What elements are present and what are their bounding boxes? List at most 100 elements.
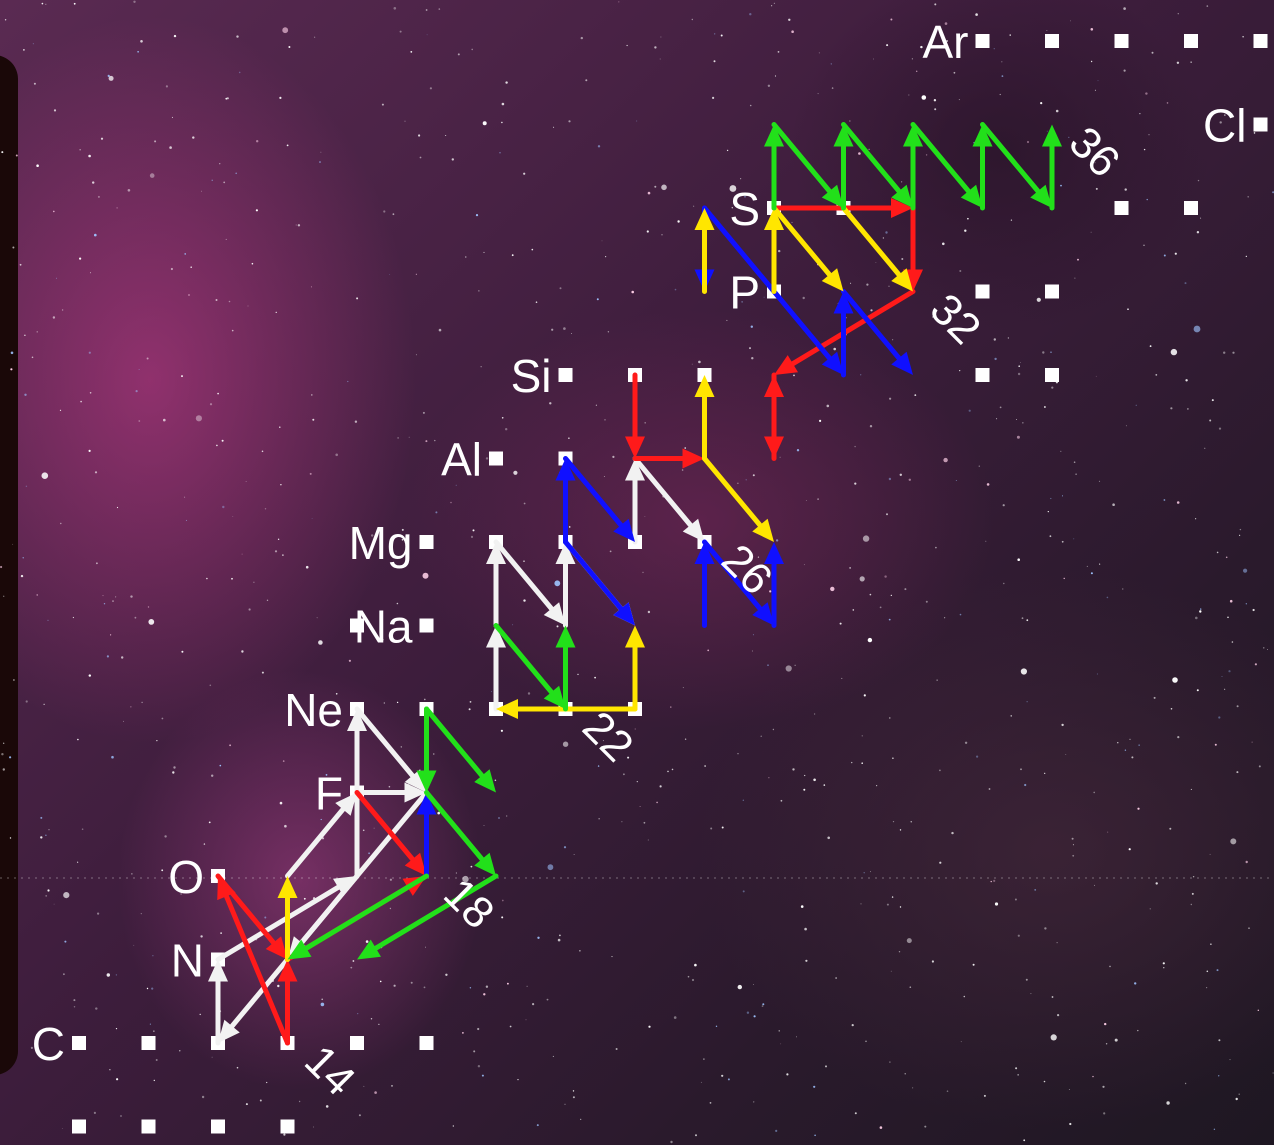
nuclide-dot	[1045, 284, 1059, 299]
star	[757, 556, 760, 558]
star	[111, 755, 114, 759]
star	[1184, 282, 1187, 285]
star	[934, 3, 937, 6]
star	[97, 195, 100, 198]
star	[851, 1024, 854, 1027]
star	[916, 70, 918, 73]
star	[507, 982, 509, 985]
star	[603, 476, 605, 477]
star	[746, 1011, 750, 1014]
star	[760, 735, 762, 737]
star	[93, 1111, 96, 1114]
star	[889, 717, 891, 719]
element-label-ar: Ar	[923, 16, 969, 68]
star	[1134, 982, 1137, 985]
star	[1051, 996, 1054, 998]
star	[279, 801, 283, 805]
star	[559, 287, 562, 290]
red-reaction-arrow	[764, 375, 784, 461]
star	[866, 283, 869, 286]
star	[511, 254, 514, 257]
star	[1216, 551, 1219, 554]
star	[107, 74, 110, 77]
star	[796, 1036, 797, 1038]
star	[226, 97, 229, 100]
star	[108, 75, 114, 81]
star	[325, 1105, 329, 1108]
star	[146, 357, 149, 360]
star	[944, 617, 946, 619]
star	[512, 624, 514, 626]
star	[383, 639, 384, 641]
star	[80, 400, 82, 403]
star	[964, 741, 968, 744]
star	[1049, 535, 1052, 538]
star	[1077, 258, 1079, 261]
star	[1230, 838, 1237, 845]
star	[563, 327, 566, 330]
star	[10, 368, 13, 371]
star	[112, 600, 114, 602]
star	[63, 892, 70, 899]
star	[217, 392, 219, 395]
star	[415, 354, 417, 356]
star	[231, 329, 234, 332]
star	[875, 262, 877, 263]
star	[221, 439, 224, 442]
star	[882, 237, 885, 239]
white-reaction-arrow	[354, 706, 427, 793]
red-reaction-arrow	[217, 876, 290, 1046]
star	[1040, 102, 1043, 105]
star	[598, 818, 600, 820]
star	[483, 993, 486, 996]
star	[791, 30, 794, 33]
star	[654, 185, 657, 188]
star	[347, 380, 349, 383]
star	[615, 1048, 618, 1050]
star	[19, 263, 22, 266]
star	[455, 872, 457, 874]
element-label-f: F	[315, 768, 343, 820]
star	[116, 506, 119, 509]
star	[568, 526, 571, 528]
star	[59, 409, 62, 411]
star	[94, 471, 98, 474]
star	[1221, 676, 1223, 677]
star	[886, 44, 889, 47]
star	[73, 1006, 76, 1008]
star	[2, 768, 5, 771]
star	[180, 893, 182, 895]
star	[335, 693, 338, 695]
star	[146, 987, 149, 990]
star	[924, 1125, 927, 1128]
star	[942, 242, 945, 246]
star	[1002, 504, 1005, 507]
star	[232, 516, 234, 517]
star	[727, 1078, 730, 1081]
star	[661, 184, 667, 191]
star	[470, 535, 474, 539]
star	[1036, 297, 1041, 302]
star	[1117, 742, 1119, 744]
star	[36, 331, 38, 333]
star	[433, 753, 435, 755]
star	[751, 650, 753, 652]
star	[1236, 705, 1239, 708]
star	[925, 154, 928, 156]
star	[1127, 308, 1129, 311]
star	[501, 916, 504, 919]
star	[1017, 1074, 1019, 1076]
star	[908, 94, 910, 96]
star	[933, 99, 937, 102]
star	[163, 418, 166, 422]
star	[92, 181, 95, 184]
star	[906, 938, 912, 944]
star	[627, 756, 630, 759]
star	[47, 619, 49, 622]
star	[935, 546, 937, 549]
star	[972, 963, 975, 966]
star	[1235, 1097, 1238, 1101]
star	[286, 144, 289, 147]
mass-number-label-26: 26	[712, 535, 781, 604]
